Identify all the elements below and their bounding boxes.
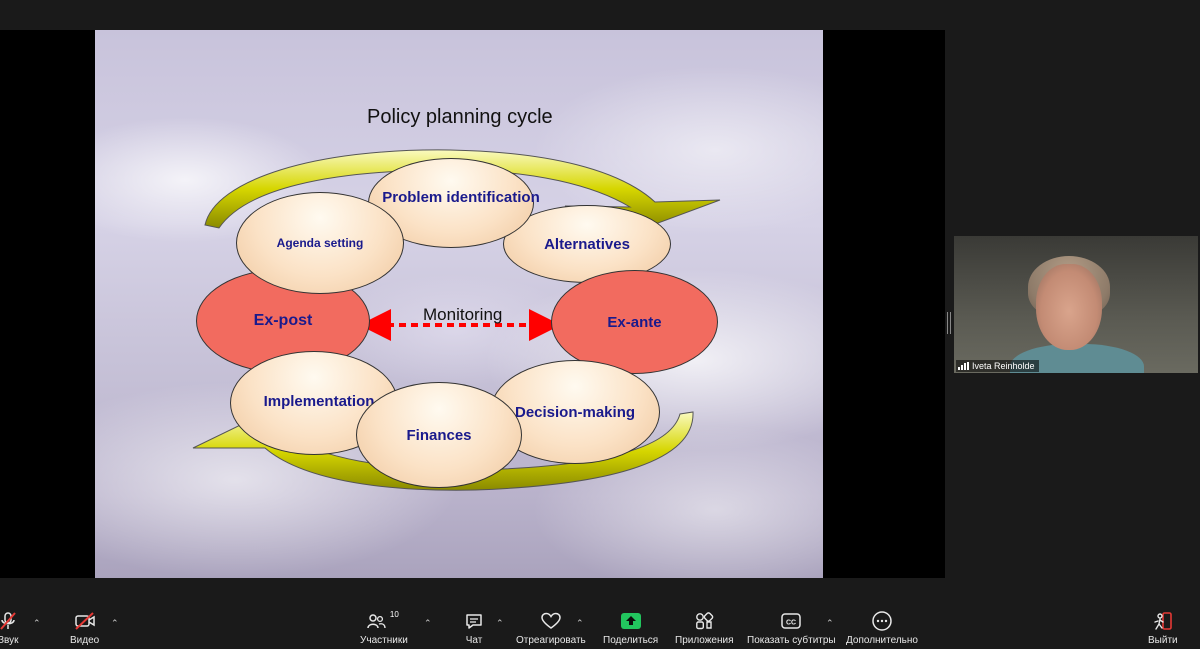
more-options-icon (871, 610, 893, 632)
react-options-caret-icon[interactable]: ⌃ (576, 618, 584, 628)
captions-button[interactable]: CC Показать субтитры (747, 610, 836, 646)
leave-meeting-icon (1152, 610, 1174, 632)
node-alternatives-label: Alternatives (544, 235, 630, 253)
audio-button[interactable]: Звук (0, 610, 19, 646)
apps-label: Приложения (675, 635, 734, 646)
participants-count: 10 (389, 610, 399, 619)
share-screen-icon (620, 610, 642, 632)
slide-title: Policy planning cycle (367, 106, 553, 128)
node-finances: Finances (356, 382, 522, 488)
audio-options-caret-icon[interactable]: ⌃ (33, 618, 41, 628)
audio-label: Звук (0, 635, 19, 646)
share-label: Поделиться (603, 635, 659, 646)
participant-name-tag: Iveta Reinholde (956, 360, 1039, 372)
node-decision-making-label: Decision-making (514, 403, 636, 421)
react-button[interactable]: Отреагировать (516, 610, 586, 646)
participants-icon: 10 (364, 610, 404, 632)
chat-label: Чат (465, 635, 483, 646)
node-ex-ante: Ex-ante (551, 270, 718, 374)
participant-name: Iveta Reinholde (972, 361, 1035, 371)
chat-options-caret-icon[interactable]: ⌃ (496, 618, 504, 628)
video-button[interactable]: Видео (70, 610, 99, 646)
video-label: Видео (70, 635, 100, 646)
captions-options-caret-icon[interactable]: ⌃ (826, 618, 834, 628)
signal-strength-icon (958, 362, 969, 370)
participants-button[interactable]: 10 Участники (360, 610, 408, 646)
participant-face (1036, 264, 1102, 350)
participants-label: Участники (360, 635, 408, 646)
presentation-slide: Policy planning cycle Alternatives Probl… (95, 30, 823, 578)
more-button[interactable]: Дополнительно (846, 610, 918, 646)
react-label: Отреагировать (516, 635, 586, 646)
chat-icon (464, 610, 484, 632)
node-alternatives: Alternatives (503, 205, 671, 283)
leave-button[interactable]: Выйти (1148, 610, 1178, 646)
participant-video-tile[interactable]: Iveta Reinholde (954, 236, 1198, 373)
more-label: Дополнительно (846, 635, 918, 646)
node-agenda-setting: Agenda setting (236, 192, 404, 294)
apps-button[interactable]: Приложения (675, 610, 734, 646)
apps-icon (693, 610, 715, 632)
closed-captions-icon: CC (780, 610, 802, 632)
monitoring-label: Monitoring (423, 305, 503, 324)
video-options-caret-icon[interactable]: ⌃ (111, 618, 119, 628)
node-ex-ante-label: Ex-ante (607, 313, 662, 331)
participants-options-caret-icon[interactable]: ⌃ (424, 618, 432, 628)
chat-button[interactable]: Чат (464, 610, 484, 646)
leave-label: Выйти (1148, 635, 1178, 646)
node-implementation-label: Implementation (263, 392, 375, 410)
camera-off-icon (74, 610, 96, 632)
svg-text:CC: CC (786, 620, 796, 627)
panel-resize-handle[interactable] (947, 312, 951, 334)
captions-label: Показать субтитры (747, 635, 836, 646)
meeting-toolbar: Звук ⌃ Видео ⌃ 10 Участники ⌃ (0, 604, 1200, 649)
node-agenda-setting-label: Agenda setting (276, 236, 364, 250)
microphone-muted-icon (0, 610, 18, 632)
node-ex-post-label: Ex-post (253, 312, 313, 329)
node-finances-label: Finances (406, 426, 472, 444)
share-button[interactable]: Поделиться (603, 610, 658, 646)
heart-icon (540, 610, 562, 632)
node-problem-identification-label: Problem identification (382, 188, 540, 206)
